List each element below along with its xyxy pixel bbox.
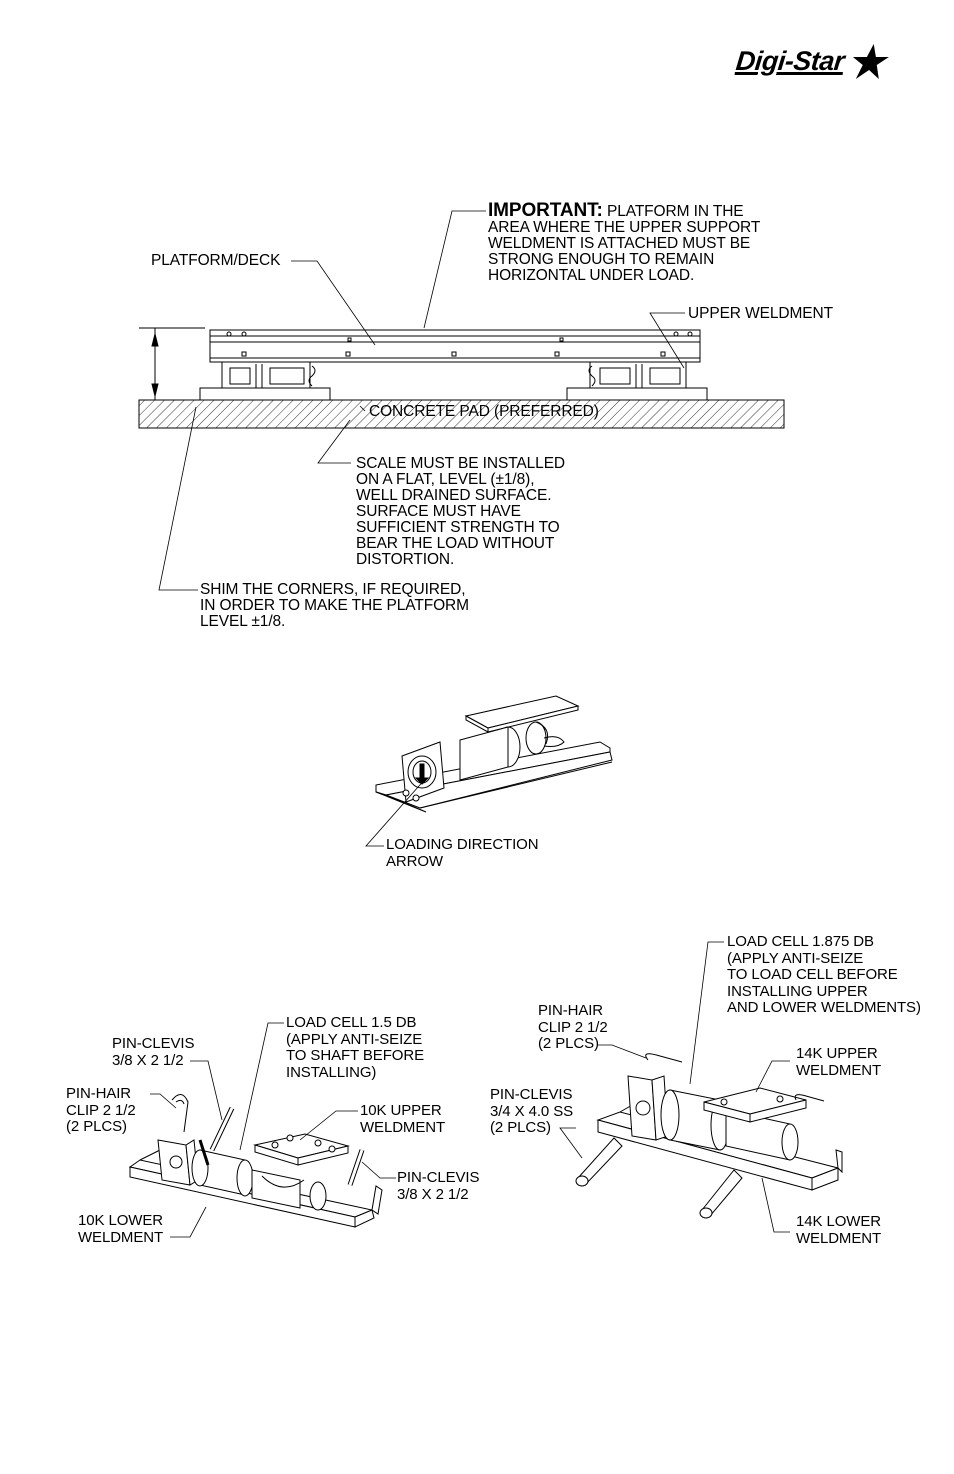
label-line: PIN-CLEVIS <box>112 1035 195 1052</box>
pin-clevis-14k-label: PIN-CLEVIS 3/4 X 4.0 SS (2 PLCS) <box>490 1086 574 1137</box>
important-note: IMPORTANT: PLATFORM IN THE AREA WHERE TH… <box>488 200 761 284</box>
concrete-pad <box>138 399 785 429</box>
assembly-10k-leaders <box>150 1022 396 1238</box>
pin-hair-10k-label: PIN-HAIR CLIP 2 1/2 (2 PLCS) <box>66 1085 136 1136</box>
left-scale-assembly <box>199 361 331 401</box>
platform-deck-label: PLATFORM/DECK <box>151 252 281 269</box>
upper-weldment-14k-label: 14K UPPER WELDMENT <box>796 1045 882 1079</box>
label-line: WELDMENT <box>360 1118 446 1136</box>
label-line: (2 PLCS) <box>490 1119 551 1136</box>
label-line: 3/8 X 2 1/2 <box>397 1185 469 1203</box>
load-cell-14k-label: LOAD CELL 1.875 DB (APPLY ANTI-SEIZE TO … <box>727 933 921 1017</box>
label-line: (2 PLCS) <box>66 1118 127 1135</box>
label-line: (APPLY ANTI-SEIZE <box>286 1030 423 1048</box>
label-line: CLIP 2 1/2 <box>538 1018 608 1036</box>
install-surface-note: SCALE MUST BE INSTALLED ON A FLAT, LEVEL… <box>356 456 565 568</box>
load-cell-10k-label: LOAD CELL 1.5 DB (APPLY ANTI-SEIZE TO SH… <box>286 1014 424 1081</box>
label-line: PIN-HAIR <box>66 1085 132 1102</box>
important-line: AREA WHERE THE UPPER SUPPORT <box>488 219 761 236</box>
right-scale-assembly <box>566 361 708 401</box>
important-line: PLATFORM IN THE <box>606 203 744 220</box>
label-line: WELDMENT <box>796 1061 882 1079</box>
note-line: DISTORTION. <box>356 551 455 568</box>
pin-clevis-10k-right-label: PIN-CLEVIS 3/8 X 2 1/2 <box>397 1169 480 1203</box>
important-line: STRONG ENOUGH TO REMAIN <box>488 251 715 268</box>
label-line: (2 PLCS) <box>538 1035 599 1052</box>
note-line: ON A FLAT, LEVEL (±1/8), <box>356 471 535 488</box>
note-line: LEVEL ±1/8. <box>200 613 286 630</box>
label-line: LOADING DIRECTION <box>386 836 539 853</box>
important-line: HORIZONTAL UNDER LOAD. <box>488 267 695 284</box>
label-line: LOAD CELL 1.875 DB <box>727 933 874 950</box>
important-heading: IMPORTANT: <box>488 200 603 221</box>
star-icon <box>852 44 889 79</box>
note-line: SUFFICIENT STRENGTH TO <box>356 519 560 536</box>
label-line: PIN-CLEVIS <box>397 1169 480 1186</box>
label-line: 10K UPPER <box>360 1102 442 1119</box>
label-line: TO SHAFT BEFORE <box>286 1047 424 1064</box>
pin-hair-14k-label: PIN-HAIR CLIP 2 1/2 (2 PLCS) <box>538 1002 608 1053</box>
assembly-14k-drawing <box>575 1053 843 1219</box>
platform-deck <box>209 329 701 363</box>
label-line: (APPLY ANTI-SEIZE <box>727 949 864 967</box>
assembly-10k-drawing <box>128 1094 383 1228</box>
label-line: 3/4 X 4.0 SS <box>490 1102 574 1120</box>
label-line: 10K LOWER <box>78 1212 163 1229</box>
note-line: IN ORDER TO MAKE THE PLATFORM <box>200 597 469 614</box>
loading-direction-label: LOADING DIRECTION ARROW <box>386 836 539 870</box>
note-line: SCALE MUST BE INSTALLED <box>356 455 566 472</box>
label-line: WELDMENT <box>78 1228 164 1246</box>
digi-star-logo: Digi-Star <box>734 42 896 82</box>
note-line: SHIM THE CORNERS, IF REQUIRED, <box>200 581 466 598</box>
platform-side-view <box>138 327 785 429</box>
label-line: PIN-HAIR <box>538 1002 604 1019</box>
label-line: 3/8 X 2 1/2 <box>112 1051 184 1069</box>
label-line: LOAD CELL 1.5 DB <box>286 1014 417 1031</box>
lower-weldment-14k-label: 14K LOWER WELDMENT <box>796 1213 882 1247</box>
label-line: PIN-CLEVIS <box>490 1086 573 1103</box>
label-line: 14K LOWER <box>796 1213 881 1230</box>
lower-weldment-10k-label: 10K LOWER WELDMENT <box>78 1212 164 1246</box>
label-line: INSTALLING) <box>286 1063 377 1081</box>
note-line: BEAR THE LOAD WITHOUT <box>356 535 555 552</box>
platform-leaders <box>158 210 685 591</box>
label-line: WELDMENT <box>796 1229 882 1247</box>
load-cell-iso-view <box>375 695 613 813</box>
concrete-pad-label: CONCRETE PAD (PREFERRED) <box>369 403 599 420</box>
important-line: WELDMENT IS ATTACHED MUST BE <box>488 235 751 252</box>
label-line: TO LOAD CELL BEFORE <box>727 966 898 983</box>
label-line: CLIP 2 1/2 <box>66 1101 136 1119</box>
pin-clevis-10k-top-label: PIN-CLEVIS 3/8 X 2 1/2 <box>112 1035 195 1069</box>
assembly-14k-leaders <box>559 941 790 1233</box>
label-line: 14K UPPER <box>796 1045 878 1062</box>
label-line: AND LOWER WELDMENTS) <box>727 999 921 1016</box>
shim-note: SHIM THE CORNERS, IF REQUIRED, IN ORDER … <box>200 582 469 630</box>
note-line: SURFACE MUST HAVE <box>356 503 521 520</box>
arrow-leader <box>365 777 427 847</box>
label-line: INSTALLING UPPER <box>727 982 868 1000</box>
upper-weldment-label: UPPER WELDMENT <box>688 305 834 322</box>
upper-weldment-10k-label: 10K UPPER WELDMENT <box>360 1102 446 1136</box>
label-line: ARROW <box>386 852 443 870</box>
note-line: WELL DRAINED SURFACE. <box>356 487 552 504</box>
